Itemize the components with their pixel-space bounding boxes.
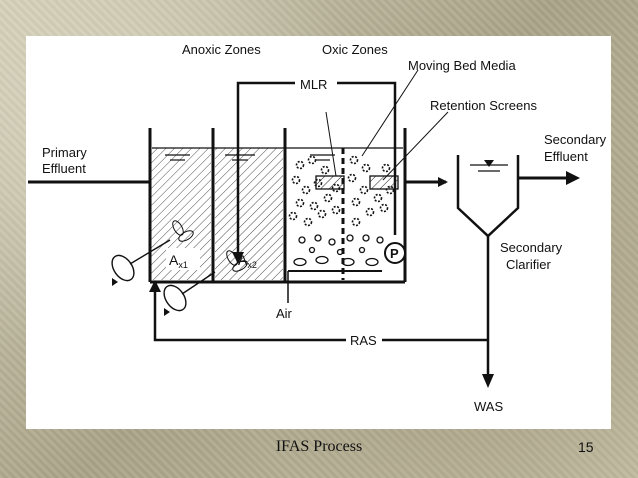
secondary-clarifier-label-line1: Secondary: [500, 240, 563, 255]
ras-label: RAS: [350, 333, 377, 348]
impeller-1: [172, 220, 194, 242]
primary-effluent-label-line1: Primary: [42, 145, 87, 160]
diagram-panel: [26, 36, 611, 429]
clarifier-water-marker: [484, 160, 494, 167]
primary-effluent-label-line2: Effluent: [42, 161, 86, 176]
secondary-clarifier-label-line2: Clarifier: [506, 257, 551, 272]
retention-screen-boxes: [315, 175, 399, 190]
ras-label-bg: [346, 332, 382, 348]
annotation-leaders: [325, 69, 449, 181]
page-number: 15: [578, 439, 594, 455]
mixer-2-arrow: [164, 308, 170, 316]
retention-screens-label: Retention Screens: [430, 98, 537, 113]
anoxic-zone-2-fill: [215, 148, 283, 280]
mlr-label: MLR: [300, 77, 327, 92]
moving-bed-media-label: Moving Bed Media: [408, 58, 516, 73]
was-label: WAS: [474, 399, 503, 414]
impeller-2: [226, 250, 248, 272]
anoxic-zones-label: Anoxic Zones: [182, 42, 261, 57]
secondary-effluent-label-line1: Secondary: [544, 132, 607, 147]
oxic-zones-label: Oxic Zones: [322, 42, 388, 57]
ras-arrowhead: [149, 280, 161, 292]
pump-label: P: [390, 246, 399, 261]
mlr-label-bg: [295, 76, 337, 92]
ax1-label-bg: [166, 248, 200, 270]
secondary-effluent-label-line2: Effluent: [544, 149, 588, 164]
air-label: Air: [276, 306, 293, 321]
ax1-label: Ax1: [169, 252, 188, 270]
pump-icon: [384, 242, 406, 264]
slide-title: IFAS Process: [275, 438, 363, 455]
ax2-label: Ax2: [238, 252, 257, 270]
water-surface: [152, 147, 403, 161]
air-diffusers: [293, 234, 384, 267]
mixer-1: [111, 239, 171, 282]
mixer-1-arrow: [112, 278, 118, 286]
mixer-2: [163, 271, 216, 312]
was-arrowhead: [482, 374, 494, 388]
secondary-effluent-arrowhead: [566, 171, 580, 185]
secondary-clarifier: [456, 155, 520, 238]
